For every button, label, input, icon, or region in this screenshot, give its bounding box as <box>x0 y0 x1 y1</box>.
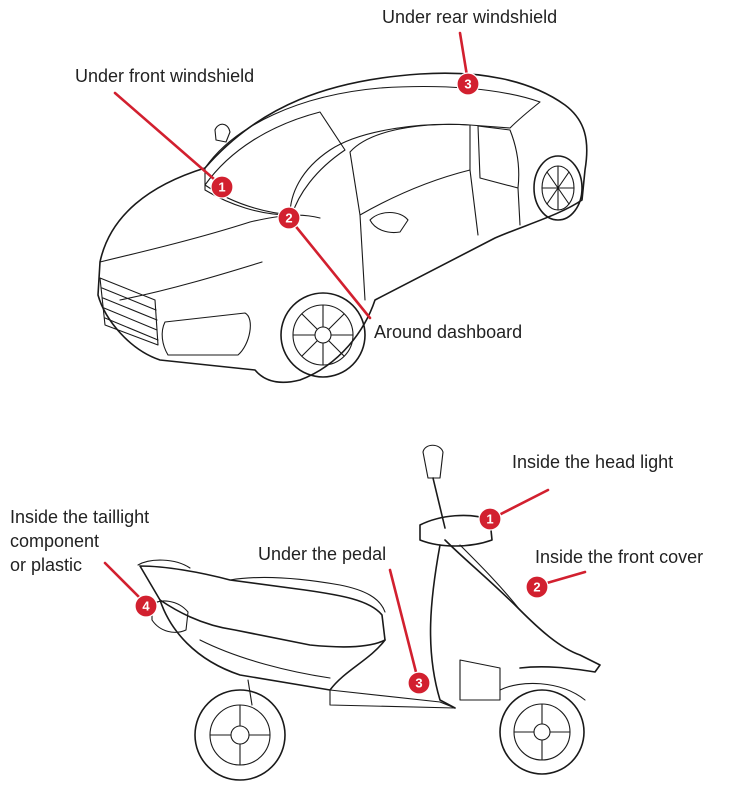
leader-line <box>287 216 372 320</box>
callout-label: Under rear windshield <box>382 7 557 27</box>
callout-label: Around dashboard <box>374 322 522 342</box>
callout-label: Inside the front cover <box>535 547 703 567</box>
marker-number: 1 <box>218 180 225 195</box>
number-marker <box>277 206 301 230</box>
marker-number: 3 <box>464 77 471 92</box>
leader-line <box>388 568 420 682</box>
car-callout-3: 3 Under rear windshield <box>382 7 557 96</box>
leader-line <box>113 91 224 188</box>
number-marker <box>525 575 549 599</box>
leader-line <box>103 561 147 605</box>
car-callout-1: 1 Under front windshield <box>75 66 254 199</box>
scooter-callout-3: 3 Under the pedal <box>258 544 431 695</box>
callout-label: Under front windshield <box>75 66 254 86</box>
scooter-callout-4: 4 Inside the taillight component or plas… <box>10 507 158 618</box>
number-marker <box>134 594 158 618</box>
car-callout-2: 2 Around dashboard <box>277 206 522 342</box>
scooter-callout-1: 1 Inside the head light <box>478 452 673 531</box>
callout-label: Under the pedal <box>258 544 386 564</box>
scooter-callout-2: 2 Inside the front cover <box>525 547 703 599</box>
number-marker <box>478 507 502 531</box>
number-marker <box>456 72 480 96</box>
number-marker <box>407 671 431 695</box>
callout-label-line-2: component <box>10 531 99 551</box>
callout-label-line-3: or plastic <box>10 555 82 575</box>
callout-label: Inside the head light <box>512 452 673 472</box>
marker-number: 4 <box>142 599 150 614</box>
callout-label-line-1: Inside the taillight <box>10 507 149 527</box>
marker-number: 2 <box>533 580 540 595</box>
number-marker <box>210 175 234 199</box>
leader-line <box>491 488 550 520</box>
scooter-illustration <box>137 444 601 781</box>
marker-number: 3 <box>415 676 422 691</box>
marker-number: 2 <box>285 211 292 226</box>
car-illustration <box>97 72 588 384</box>
marker-number: 1 <box>486 512 493 527</box>
